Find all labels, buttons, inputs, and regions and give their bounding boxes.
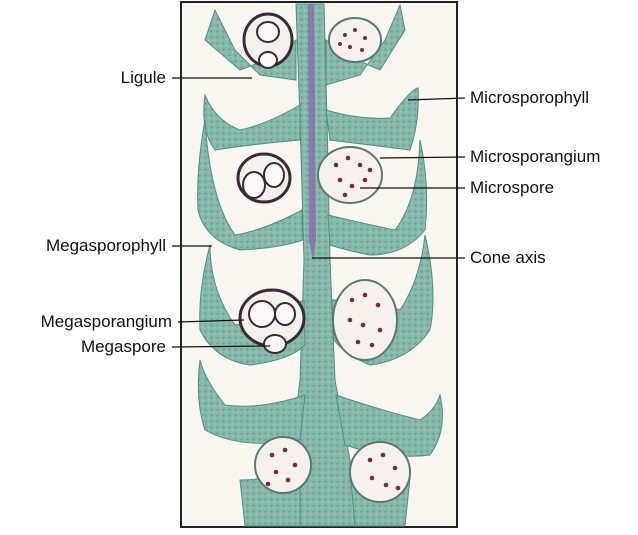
label-megasporangium: Megasporangium — [40, 312, 172, 331]
microsporangia — [254, 17, 411, 503]
label-microsporophyll: Microsporophyll — [470, 88, 590, 107]
leader-megasporangium — [177, 319, 245, 323]
leader-microsporophyll — [407, 97, 466, 101]
leader-megaspore — [171, 345, 271, 348]
label-ligule: Ligule — [120, 68, 166, 87]
label-microspore: Microspore — [470, 178, 555, 197]
leader-lines — [171, 77, 466, 348]
axis-vascular-strand — [308, 4, 316, 260]
microsporophyll-tissue — [325, 87, 419, 151]
ligule-sporophyll-left — [203, 93, 301, 151]
microspores — [265, 28, 401, 491]
megaspores — [242, 21, 296, 354]
label-cone-axis: Cone axis — [470, 248, 546, 267]
label-megasporophyll: Megasporophyll — [45, 236, 166, 255]
label-megaspore: Megaspore — [80, 337, 166, 356]
leader-microsporangium — [379, 156, 466, 159]
label-microsporangium: Microsporangium — [470, 147, 601, 166]
